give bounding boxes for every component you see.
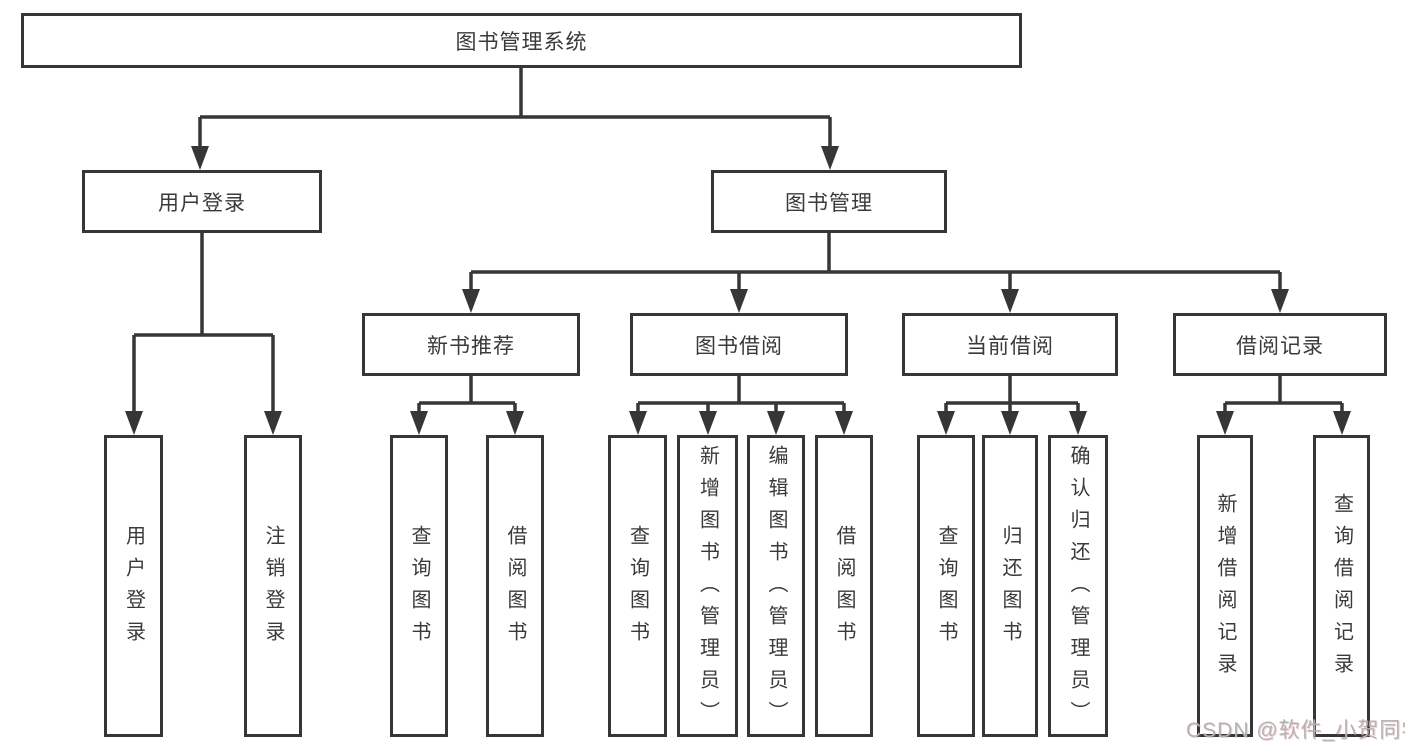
- leaf-borrow-books-recommend: 借阅图书: [486, 435, 544, 737]
- node-new-book-recommend: 新书推荐: [362, 313, 580, 376]
- leaf-edit-book-admin: 编辑图书（管理员）: [747, 435, 805, 737]
- leaf-confirm-return-admin: 确认归还（管理员）: [1048, 435, 1108, 737]
- node-current-borrowing: 当前借阅: [902, 313, 1118, 376]
- node-book-management: 图书管理: [711, 170, 947, 233]
- node-user-login-branch: 用户登录: [82, 170, 322, 233]
- leaf-query-books-recommend: 查询图书: [390, 435, 448, 737]
- leaf-query-books-current: 查询图书: [917, 435, 975, 737]
- leaf-add-book-admin: 新增图书（管理员）: [677, 435, 738, 737]
- node-book-borrowing: 图书借阅: [630, 313, 848, 376]
- leaf-user-login: 用户登录: [104, 435, 163, 737]
- csdn-watermark: CSDN @软件_小贺同学: [1186, 719, 1405, 742]
- leaf-logout: 注销登录: [244, 435, 302, 737]
- leaf-query-borrow-record: 查询借阅记录: [1313, 435, 1370, 737]
- leaf-add-borrow-record: 新增借阅记录: [1197, 435, 1253, 737]
- arrowhead-icons: [125, 146, 1351, 435]
- leaf-query-books-borrowing: 查询图书: [608, 435, 667, 737]
- node-root-system: 图书管理系统: [21, 13, 1022, 68]
- node-borrowing-records: 借阅记录: [1173, 313, 1387, 376]
- leaf-return-books: 归还图书: [982, 435, 1038, 737]
- leaf-borrow-books-borrowing: 借阅图书: [815, 435, 873, 737]
